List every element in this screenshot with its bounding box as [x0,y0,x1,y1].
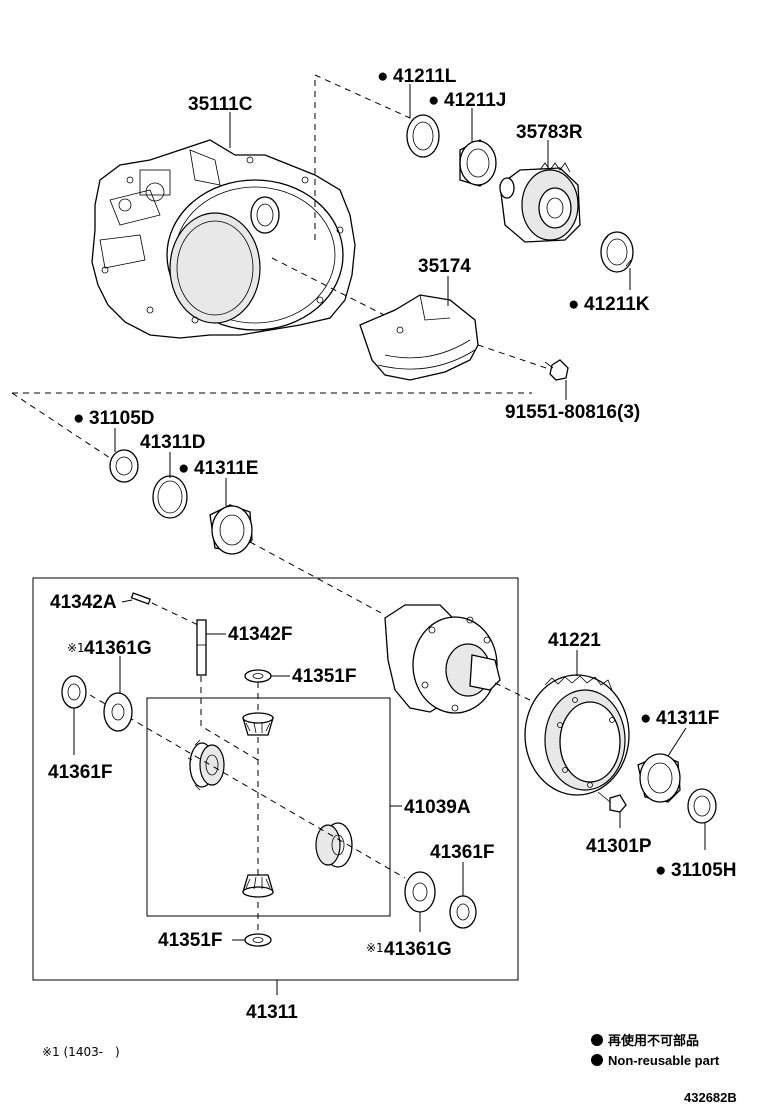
label-pinion-washer-bottom: 41351F [158,930,222,951]
label-ring-bolt: 41301P [586,836,652,857]
label-bolt: 91551-80816(3) [505,402,640,423]
label-plate: 35174 [418,256,471,277]
pinion-washer-top-drawing [244,669,272,683]
label-gear-r: 35783R [516,122,583,143]
pinion-washer-bottom-drawing [244,933,272,947]
label-washer-g-top: 41361G [84,638,152,659]
thrust-washer-left-drawing [61,675,87,709]
bullet-seal-k: ● [568,294,579,315]
ring-gear-drawing [524,674,630,796]
label-seal-d: 31105D [89,408,155,429]
label-seal-h: 31105H [671,860,737,881]
bullet-bearing-j: ● [428,90,439,111]
label-bearing-j: 41211J [444,90,506,111]
thrust-washer-right-drawing [449,895,477,929]
oil-seal-k-drawing [600,231,634,273]
side-gear-left-drawing [187,739,225,791]
oil-seal-h-drawing [687,788,717,824]
diff-assembly-box [32,577,519,981]
pinion-shaft-drawing [196,619,207,676]
side-gear-right-drawing [315,822,353,868]
label-diff-assy: 41311 [246,1002,298,1023]
legend-bullet-en [591,1054,603,1066]
pinion-kit-box [146,697,391,917]
label-bearing-f: 41311F [656,708,719,729]
label-washer-f-right: 41361F [430,842,494,863]
differential-case-drawing [384,604,501,714]
label-washer-f-left: 41361F [48,762,112,783]
note-mark-bottom: ※1 [366,941,384,955]
label-pinion-kit: 41039A [404,797,471,818]
label-case: 35111C [188,94,253,115]
thrust-washer-g-top-drawing [103,692,133,732]
note-mark-top: ※1 [67,641,85,655]
oil-seal-l-drawing [406,114,440,158]
bullet-seal-l: ● [377,66,388,87]
pin-drawing [130,592,151,605]
label-pinion-washer-top: 41351F [292,666,356,687]
label-seal-l: 41211L [393,66,457,87]
label-shaft: 41342F [228,624,292,645]
label-shim-d: 41311D [140,432,206,453]
oil-seal-d-drawing [109,449,139,483]
bearing-e-drawing [209,504,253,555]
bullet-seal-d: ● [73,408,84,429]
illustration-id: 432682B [684,1090,737,1105]
ring-gear-bolt-drawing [597,791,627,813]
legend-japanese: 再使用不可部品 [608,1033,699,1048]
bullet-bearing-e: ● [178,458,189,479]
shim-d-drawing [152,475,188,519]
label-ring-gear: 41221 [548,630,601,651]
bearing-f-drawing [637,753,681,803]
transaxle-case-drawing [91,139,356,339]
bullet-seal-h: ● [655,860,666,881]
legend-english: Non-reusable part [608,1053,720,1068]
label-washer-g-bottom: 41361G [384,939,452,960]
thrust-washer-g-bottom-drawing [404,871,436,913]
pinion-gear-top-drawing [242,712,274,736]
label-pin: 41342A [50,592,117,613]
drive-gear-drawing [499,162,581,243]
label-bearing-e: 41311E [194,458,258,479]
oil-plate-drawing [359,294,479,381]
bullet-bearing-f: ● [640,708,651,729]
bearing-j-drawing [459,139,497,187]
bolt-drawing [544,359,569,381]
legend-bullet-jp [591,1034,603,1046]
pinion-gear-bottom-drawing [242,874,274,898]
footnote: ※1 (1403- ) [42,1045,120,1059]
label-seal-k: 41211K [584,294,650,315]
